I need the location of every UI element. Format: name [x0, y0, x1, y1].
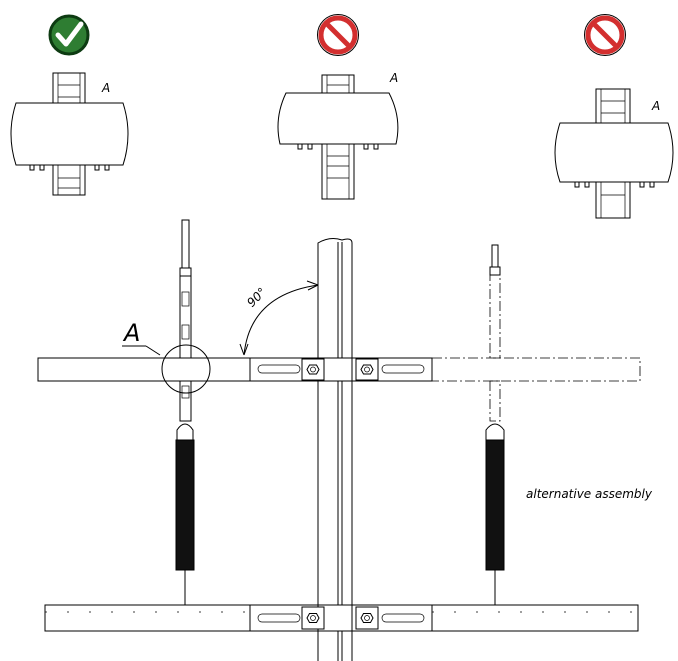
hanger-alternative	[485, 244, 505, 605]
hanger-left	[175, 219, 195, 605]
detail-view-wrong-2: A	[554, 88, 674, 219]
lower-crossbar	[44, 604, 639, 632]
angle-label: 90°	[244, 285, 269, 310]
vertical-mast	[317, 238, 353, 661]
detail-label: A	[122, 319, 140, 347]
detail-view-wrong-1: A	[277, 71, 399, 200]
detail-label: A	[101, 81, 110, 95]
alternative-assembly-label: alternative assembly	[526, 487, 653, 501]
upper-crossbar	[37, 357, 641, 382]
check-icon	[48, 14, 90, 56]
detail-marker: A	[122, 319, 211, 394]
detail-view-correct: A	[10, 72, 129, 196]
prohibited-icon	[317, 14, 359, 56]
prohibited-icon	[584, 14, 626, 56]
detail-label: A	[389, 71, 398, 85]
detail-label: A	[651, 99, 660, 113]
angle-dimension: 90°	[239, 280, 319, 356]
